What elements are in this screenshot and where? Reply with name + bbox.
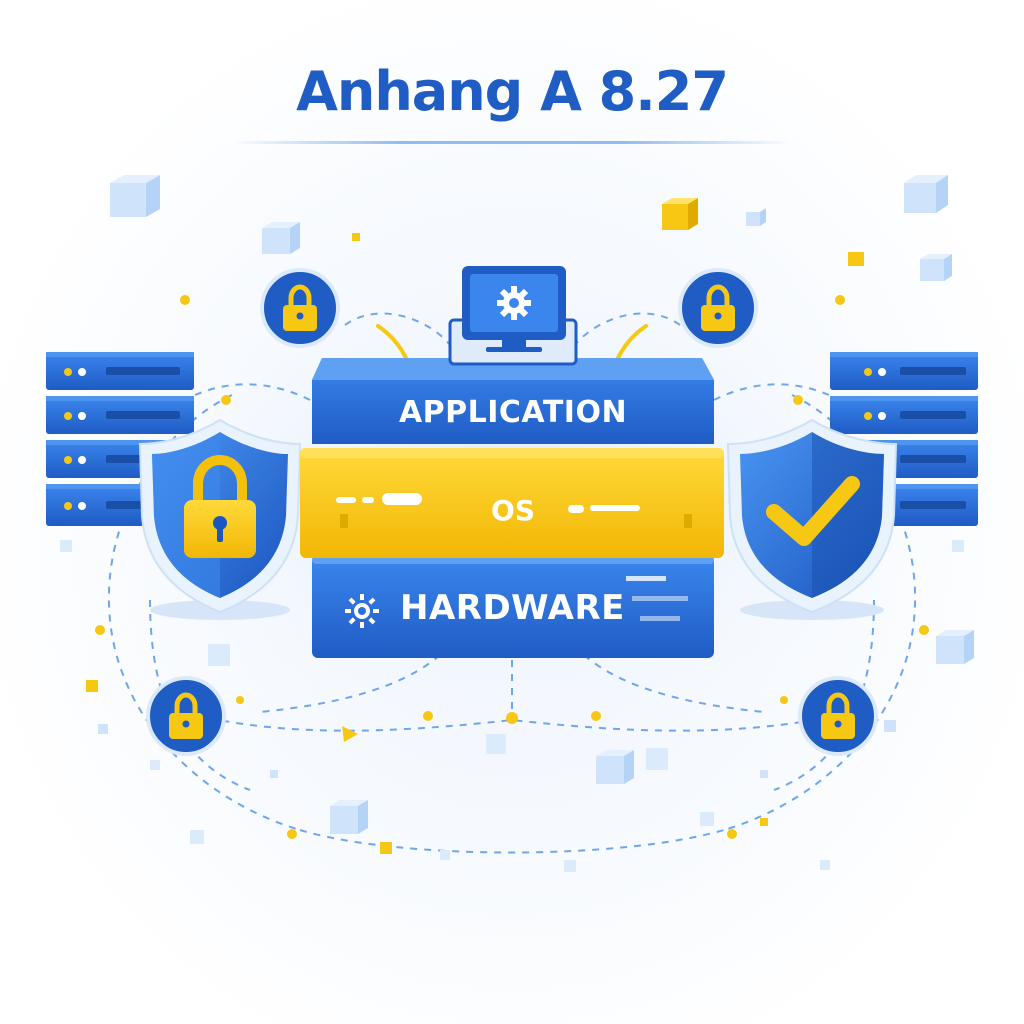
floating-cubes bbox=[60, 175, 974, 872]
padlock-badge-top-right bbox=[678, 268, 758, 348]
monitor-gear-icon bbox=[448, 266, 578, 366]
os-label: OS bbox=[491, 494, 535, 527]
shield-lock-icon bbox=[138, 418, 302, 620]
title-underline bbox=[232, 141, 792, 144]
application-label: APPLICATION bbox=[398, 395, 628, 430]
padlock-badge-bottom-right bbox=[798, 676, 878, 756]
os-layer bbox=[300, 448, 724, 558]
application-layer bbox=[312, 358, 714, 444]
padlock-badge-top-left bbox=[260, 268, 340, 348]
hardware-label: HARDWARE bbox=[400, 588, 625, 628]
gear-chip-icon bbox=[345, 594, 379, 628]
arrow-head-bottom bbox=[342, 726, 358, 742]
page-title: Anhang A 8.27 bbox=[296, 60, 729, 123]
padlock-badge-bottom-left bbox=[146, 676, 226, 756]
shield-check-icon bbox=[726, 418, 898, 620]
